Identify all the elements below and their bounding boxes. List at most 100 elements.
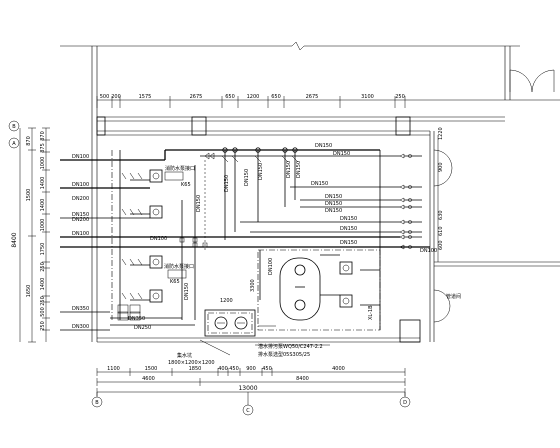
left-dimension-label: 1400 — [40, 199, 46, 212]
riser-valve — [254, 155, 262, 163]
pipe-end-fitting — [408, 205, 412, 209]
door-right-upper — [433, 149, 453, 187]
pipe-label-right: DN150 — [325, 208, 342, 214]
small-pump — [129, 311, 141, 321]
pipe-end-fitting — [408, 185, 412, 189]
pump-valve — [129, 172, 135, 180]
small-pump — [117, 311, 129, 321]
top-dimension-label: 1575 — [139, 94, 152, 100]
pipe-end-arrow — [399, 197, 405, 203]
pump-valve — [121, 292, 127, 300]
pipe-label-vertical: DN150 — [286, 161, 292, 178]
door-right-lower — [433, 289, 451, 323]
axis-bubble-bottom-label: D — [403, 400, 407, 406]
pump-impeller — [152, 172, 160, 180]
box-label-1: 消防水泵接口 — [165, 165, 195, 172]
left-dimension-label: 870 — [40, 131, 46, 141]
valve-label-1: K65 — [181, 182, 191, 188]
bottom-dimension-label: 450 — [229, 366, 239, 372]
left-dimension-label: 1000 — [40, 219, 46, 232]
axis-bubble-bottom — [399, 396, 411, 408]
top-dimension-label: 2675 — [306, 94, 319, 100]
right-dimension-label: 600 — [438, 240, 444, 250]
pipe-label-left: DN100 — [72, 182, 89, 188]
left-dimension-label: 1650 — [26, 285, 32, 298]
pump-valve — [129, 208, 135, 216]
bottom-dimension-label: 4600 — [142, 376, 155, 382]
pipe-end-fitting — [408, 230, 412, 234]
left-dimension-label: 1750 — [40, 243, 46, 256]
top-dimension-label: 250 — [395, 94, 405, 100]
pump-body — [149, 205, 163, 219]
pipe-label-left: DN150 — [72, 212, 89, 218]
left-dimension-label: 1400 — [40, 278, 46, 291]
riser-fitting — [232, 147, 238, 153]
sump-pit: 集水坑 1800×1200×1200 潜水排污泵WQ50/C247-2.2 排水… — [168, 309, 330, 366]
pipe-label-misc: DN150 — [196, 195, 202, 212]
bottom-dimension-ticks — [96, 368, 406, 396]
riser-fitting — [292, 147, 298, 153]
riser-fitting — [222, 147, 228, 153]
pipe-label-vertical: DN150 — [224, 175, 230, 192]
pipe-label-left: DN100 — [72, 231, 89, 237]
left-dimension-label: 250 — [40, 262, 46, 272]
left-dimension-label: 500 — [40, 307, 46, 317]
pump-valve — [129, 292, 135, 300]
pump-body — [149, 255, 163, 269]
door-top-right — [509, 69, 555, 93]
junction — [192, 237, 198, 243]
pit-caption: 集水坑 — [177, 352, 192, 359]
pipe-end-arrow — [399, 153, 405, 159]
riser-valve — [291, 155, 299, 163]
bottom-dimension-label: 400 — [218, 366, 228, 372]
pump-valve — [121, 208, 127, 216]
right-dimension-label: 610 — [438, 226, 444, 236]
junction — [192, 242, 198, 248]
pipe-end-fitting — [408, 245, 412, 249]
pipe-end-fitting — [408, 198, 412, 202]
tank-dimension-3300: 3300 — [250, 279, 256, 292]
pipe-label-left: DN100 — [72, 154, 89, 160]
pipe-label-top: DN150 — [311, 181, 328, 187]
junction — [202, 242, 208, 248]
pipe-end-fitting — [408, 235, 412, 239]
left-total-dimension: 8400 — [11, 232, 18, 247]
axis-bubble-left-label: A — [12, 141, 16, 147]
pipe-label-right: DN150 — [340, 226, 357, 232]
valve-label-2: K65 — [170, 279, 180, 285]
pipe-size-labels: DN100DN100DN200DN150DN200DN100DN350DN300… — [72, 143, 437, 331]
riser-valve — [221, 155, 229, 163]
pipe-label-right: DN100 — [420, 248, 437, 254]
pipe-label-misc: DN100 — [150, 236, 167, 242]
box-label-2: 消防水泵接口 — [164, 263, 194, 270]
pump-valve — [121, 258, 127, 266]
riser-label-xl: XL-1B — [368, 305, 374, 320]
pipe-label-vertical: DN150 — [258, 163, 264, 180]
axis-bubble-left — [8, 120, 20, 132]
top-dimension-label: 500 — [100, 94, 110, 100]
junction — [179, 237, 185, 243]
pipe-label-left: DN300 — [72, 324, 89, 330]
water-tank-area: 1200 3300 DN100 — [220, 249, 381, 331]
left-dimension-label: 875 — [40, 143, 46, 153]
axis-bubble-left — [8, 137, 20, 149]
riser-fitting — [282, 147, 288, 153]
pipe-label-top: DN150 — [315, 143, 332, 149]
pipe-end-arrow — [399, 184, 405, 190]
bottom-dimension-label: 1100 — [107, 366, 120, 372]
check-valve — [204, 152, 210, 160]
top-dimension-label: 3100 — [361, 94, 374, 100]
left-dimension-label: 870 — [26, 136, 32, 146]
pipe-label-right: DN150 — [325, 194, 342, 200]
left-dimension-label: 250 — [40, 321, 46, 331]
pipe-label-top: DN150 — [333, 151, 350, 157]
axis-bubble-bottom — [91, 396, 103, 408]
left-dimension-label: 250 — [40, 296, 46, 306]
pipe-label-left: DN350 — [72, 306, 89, 312]
axis-bubble-bottom-label: C — [246, 408, 250, 414]
